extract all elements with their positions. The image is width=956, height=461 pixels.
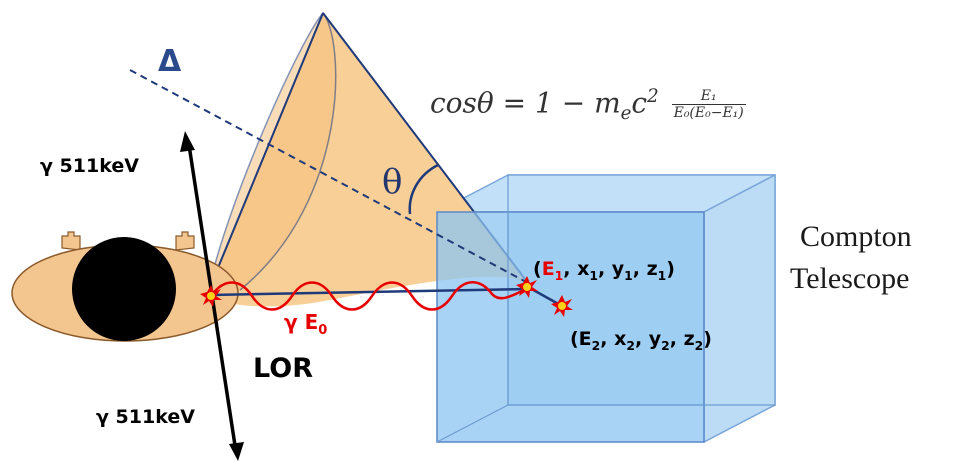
hair bbox=[72, 237, 176, 341]
person-head bbox=[11, 231, 239, 342]
right-hand-icon bbox=[175, 231, 195, 251]
cube-front-face bbox=[436, 211, 705, 443]
gamma-wave bbox=[209, 281, 529, 311]
second-interaction-burst-icon bbox=[551, 295, 573, 317]
first-interaction-burst-icon bbox=[516, 276, 538, 298]
theta-arc bbox=[408, 163, 439, 215]
compton-label-line1: Compton bbox=[800, 220, 912, 253]
lor-label: LOR bbox=[253, 353, 313, 384]
hit2-coordinates: (E2, x2, y2, z2) bbox=[570, 328, 712, 353]
gamma-top-label: γ 511keV bbox=[40, 155, 139, 177]
gamma-bottom-label: γ 511keV bbox=[96, 406, 195, 428]
annihilation-burst-icon bbox=[200, 285, 222, 307]
left-hand-icon bbox=[61, 231, 81, 251]
arrow-up-icon bbox=[180, 131, 195, 152]
delta-axis-line bbox=[129, 69, 529, 284]
formula-fraction: E₁ E₀(E₀−E₁) bbox=[671, 88, 746, 122]
cube-inner-edge-d bbox=[436, 404, 509, 443]
arrow-down-icon bbox=[229, 442, 244, 461]
theta-label: θ bbox=[382, 162, 403, 202]
delta-label: Δ bbox=[158, 44, 182, 79]
cube-right-face bbox=[703, 173, 776, 444]
cone-left-edge bbox=[207, 12, 324, 293]
gamma-e0-label: γ E0 bbox=[284, 310, 328, 338]
lor-line bbox=[210, 287, 529, 297]
compton-label-line2: Telescope bbox=[790, 262, 910, 295]
hit1-coordinates: (E1, x1, y1, z1) bbox=[533, 258, 675, 283]
compton-formula: cosθ = 1 − mec2 E₁ E₀(E₀−E₁) bbox=[430, 86, 746, 124]
